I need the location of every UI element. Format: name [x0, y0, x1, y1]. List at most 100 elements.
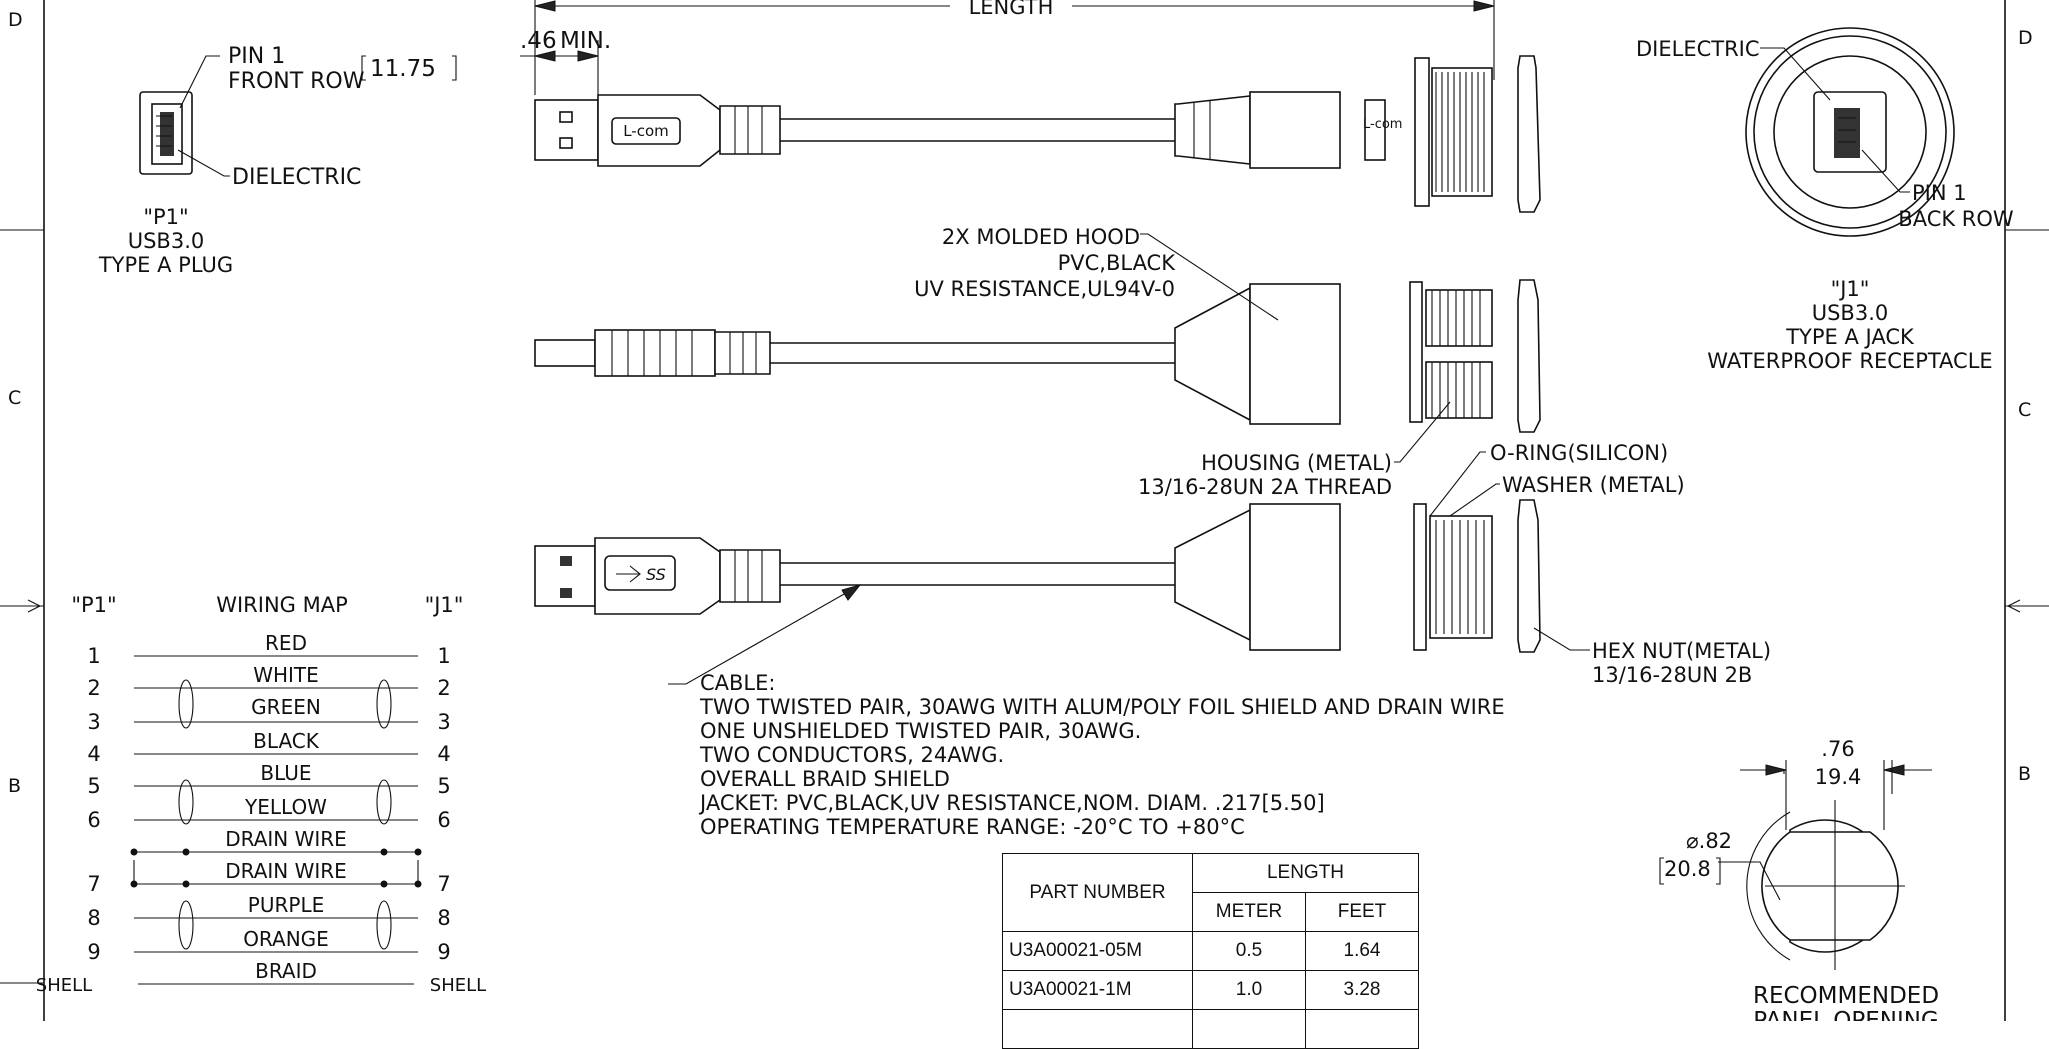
splice-dot: [380, 848, 388, 856]
feet-cell: [1305, 1009, 1419, 1049]
splice-dot: [414, 848, 422, 856]
drawing-frame: D D C C B B: [0, 0, 2049, 1021]
zone-label-c-right: C: [2018, 399, 2031, 421]
housing-label-line2: 13/16-28UN 2A THREAD: [1138, 475, 1392, 499]
brand-logo-top-plug: L-com: [623, 122, 669, 140]
panel-caption-line1: RECOMMENDED: [1753, 983, 1939, 1009]
plug-pin1-row-label: FRONT ROW: [228, 69, 365, 94]
zone-label-d-left: D: [8, 9, 23, 31]
plug-designator: "P1": [143, 205, 188, 229]
zone-label-b-left: B: [8, 775, 21, 797]
wire-color-label: PURPLE: [248, 893, 324, 917]
cable-spec-line: TWO TWISTED PAIR, 30AWG WITH ALUM/POLY F…: [699, 695, 1505, 719]
wire-color-label: YELLOW: [244, 795, 327, 819]
panel-flat-inch: .76: [1821, 737, 1854, 761]
cable-spec-line: CABLE:: [700, 671, 775, 695]
cable-spec-line: OVERALL BRAID SHIELD: [700, 767, 950, 791]
wire-color-label: DRAIN WIRE: [225, 827, 347, 851]
wire-color-label: WHITE: [253, 663, 319, 687]
jack-pin1-label: PIN 1: [1912, 181, 1967, 205]
panel-opening: .76 19.4 ⌀.82 20.8 RECOMMENDED PANEL OPE…: [1659, 737, 1939, 1021]
feet-cell: 1.64: [1305, 931, 1419, 971]
wire-color-label: BRAID: [255, 959, 317, 983]
pin-left-number: SHELL: [36, 975, 92, 996]
pin-right-number: 1: [437, 644, 450, 668]
hexnut-label-line2: 13/16-28UN 2B: [1592, 663, 1752, 687]
plug-type: TYPE A PLUG: [98, 253, 233, 277]
wire-color-label: BLACK: [253, 729, 320, 753]
cable-spec-line: OPERATING TEMPERATURE RANGE: -20°C TO +8…: [700, 815, 1245, 839]
wire-color-label: BLUE: [260, 761, 311, 785]
panel-caption-line2: PANEL OPENING: [1753, 1008, 1939, 1021]
table-row: U3A00021-1M 1.0 3.28: [1002, 970, 1419, 1010]
pin-left-number: 5: [87, 774, 100, 798]
pin-right-number: 5: [437, 774, 450, 798]
jack-dielectric-label: DIELECTRIC: [1636, 37, 1760, 61]
wire-color-label: RED: [265, 631, 307, 655]
cable-assembly-side-view: 2X MOLDED HOOD PVC,BLACK UV RESISTANCE,U…: [534, 225, 1685, 517]
jack-designator: "J1": [1831, 277, 1870, 301]
plug-pin1-label: PIN 1: [228, 44, 285, 69]
pin-left-number: 7: [87, 872, 100, 896]
zone-label-c-left: C: [8, 387, 21, 409]
plug-dim-min: MIN.: [560, 28, 611, 54]
meter-cell: [1192, 1009, 1306, 1049]
wire-color-label: ORANGE: [243, 927, 329, 951]
table-row: [1002, 1009, 1419, 1049]
pin-left-number: 8: [87, 906, 100, 930]
usb-ss-logo: SS: [646, 565, 666, 584]
wiring-left-connector: "P1": [71, 593, 116, 617]
pin-left-number: 2: [87, 676, 100, 700]
length-label: LENGTH: [969, 0, 1054, 19]
plug-dielectric-label: DIELECTRIC: [232, 165, 361, 190]
plug-front-view: PIN 1 FRONT ROW DIELECTRIC "P1" USB3.0 T…: [98, 28, 611, 277]
splice-dot: [380, 880, 388, 888]
splice-dot: [130, 848, 138, 856]
hood-label-line2: PVC,BLACK: [1058, 251, 1177, 275]
jack-pin1-row-label: BACK ROW: [1898, 207, 2014, 231]
jack-type: TYPE A JACK: [1785, 325, 1915, 349]
panel-diameter-mm: 20.8: [1664, 857, 1711, 881]
pin-right-number: 9: [437, 940, 450, 964]
pin-right-number: SHELL: [430, 975, 486, 996]
oring-label: O-RING(SILICON): [1490, 441, 1668, 465]
col-feet: FEET: [1305, 892, 1419, 932]
pin-right-number: 8: [437, 906, 450, 930]
pin-right-number: 6: [437, 808, 450, 832]
splice-dot: [182, 848, 190, 856]
pin-right-number: 3: [437, 710, 450, 734]
pin-left-number: 1: [87, 644, 100, 668]
cable-spec-line: JACKET: PVC,BLACK,UV RESISTANCE,NOM. DIA…: [698, 791, 1325, 815]
part-number-cell: U3A00021-1M: [1002, 970, 1193, 1010]
part-number-table: PART NUMBER LENGTH METER FEET U3A00021-0…: [1002, 853, 1419, 1049]
pin-left-number: 3: [87, 710, 100, 734]
pin-right-number: 2: [437, 676, 450, 700]
wiring-map-title: WIRING MAP: [216, 593, 348, 617]
cable-spec-line: TWO CONDUCTORS, 24AWG.: [699, 743, 1004, 767]
zone-label-b-right: B: [2018, 763, 2031, 785]
part-number-cell: [1002, 1009, 1193, 1049]
jack-waterproof: WATERPROOF RECEPTACLE: [1707, 349, 1992, 373]
part-number-cell: U3A00021-05M: [1002, 931, 1193, 971]
cable-spec-line: ONE UNSHIELDED TWISTED PAIR, 30AWG.: [700, 719, 1141, 743]
cable-spec-note: CABLE: TWO TWISTED PAIR, 30AWG WITH ALUM…: [698, 671, 1505, 839]
washer-label: WASHER (METAL): [1502, 473, 1685, 497]
jack-standard: USB3.0: [1812, 301, 1889, 325]
meter-cell: 0.5: [1192, 931, 1306, 971]
drawing-sheet: D D C C B B PIN 1 FRONT ROW DIELECTRIC "…: [0, 0, 2049, 1021]
wire-color-label: GREEN: [251, 695, 321, 719]
feet-cell: 3.28: [1305, 970, 1419, 1010]
pin-right-number: 7: [437, 872, 450, 896]
plug-dim-mm: 11.75: [370, 56, 436, 82]
col-part-number: PART NUMBER: [1002, 853, 1193, 932]
table-row: U3A00021-05M 0.5 1.64: [1002, 931, 1419, 971]
housing-label-line1: HOUSING (METAL): [1201, 451, 1392, 475]
pin-left-number: 6: [87, 808, 100, 832]
splice-dot: [182, 880, 190, 888]
plug-dim-inch: .46: [520, 28, 557, 54]
wire-color-label: DRAIN WIRE: [225, 859, 347, 883]
hood-label-line3: UV RESISTANCE,UL94V-0: [914, 277, 1175, 301]
panel-flat-mm: 19.4: [1815, 765, 1862, 789]
